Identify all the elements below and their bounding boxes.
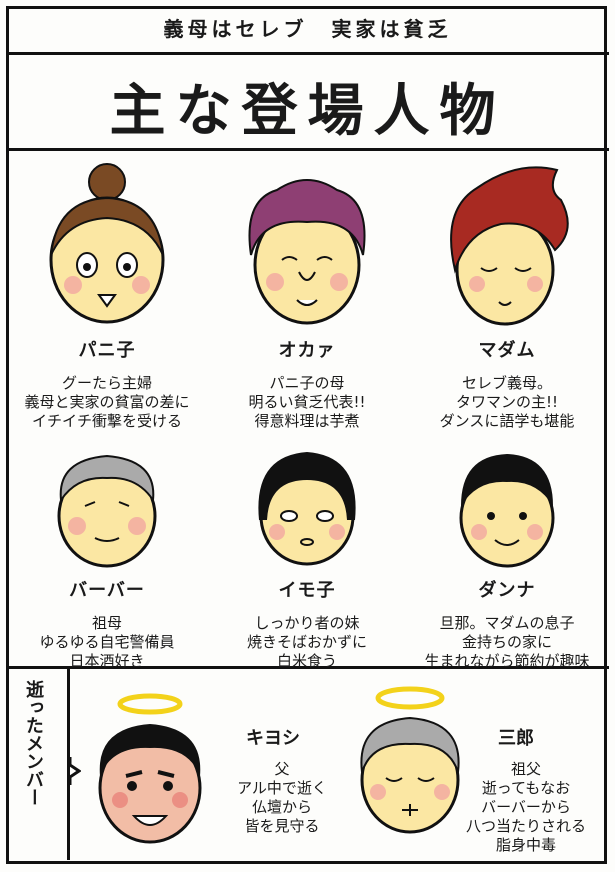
character-desc: 旦那。マダムの息子 金持ちの家に 生まれながら節約が趣味 — [424, 614, 590, 670]
character-name: バーバー — [69, 580, 145, 601]
character-desc: 祖母 ゆるゆる自宅警備員 日本酒好き — [39, 614, 175, 670]
character-card: イモ子 しっかり者の妹 焼きそばおかずに 白米食う — [212, 440, 402, 671]
saburo-face-icon — [360, 686, 460, 834]
madam-face-icon — [450, 166, 569, 326]
baaba-face-icon — [57, 454, 157, 568]
divider — [6, 148, 609, 151]
page-frame — [6, 6, 607, 864]
page-subtitle: 義母はセレブ 実家は貧乏 — [163, 17, 452, 41]
member-name: 三郎 — [498, 728, 534, 749]
panico-face-icon — [49, 163, 165, 324]
character-name: ダンナ — [478, 580, 536, 601]
deceased-label: 逝ったメンバー — [23, 680, 44, 806]
character-card: パニ子 グーたら主婦 義母と実家の貧富の差に イチイチ衝撃を受ける — [12, 160, 202, 431]
danna-face-icon — [459, 454, 555, 568]
character-desc: セレブ義母。 タワマンの主!! ダンスに語学も堪能 — [439, 374, 575, 430]
character-card: バーバー 祖母 ゆるゆる自宅警備員 日本酒好き — [12, 440, 202, 671]
character-name: イモ子 — [278, 580, 336, 601]
character-desc: グーたら主婦 義母と実家の貧富の差に イチイチ衝撃を受ける — [24, 374, 190, 430]
divider — [6, 666, 609, 669]
imoko-face-icon — [258, 452, 356, 566]
member-desc: 父 アル中で逝く 仏壇から 皆を見守る — [237, 760, 327, 835]
arrow-notch-icon — [68, 757, 81, 785]
character-card: ダンナ 旦那。マダムの息子 金持ちの家に 生まれながら節約が趣味 — [412, 440, 602, 671]
character-name: オカァ — [278, 340, 336, 361]
page-title: 主な登場人物 — [109, 79, 506, 144]
character-desc: パニ子の母 明るい貧乏代表!! 得意料理は芋煮 — [248, 374, 366, 430]
character-name: パニ子 — [78, 340, 136, 361]
member-desc: 祖父 逝ってもなお バーバーから 八つ当たりされる 脂身中毒 — [465, 760, 586, 854]
character-desc: しっかり者の妹 焼きそばおかずに 白米食う — [246, 614, 367, 670]
kiyoshi-face-icon — [98, 693, 202, 844]
character-card: オカァ パニ子の母 明るい貧乏代表!! 得意料理は芋煮 — [212, 160, 402, 431]
divider — [6, 52, 609, 55]
member-name: キヨシ — [246, 728, 300, 749]
character-card: マダム セレブ義母。 タワマンの主!! ダンスに語学も堪能 — [412, 160, 602, 431]
character-name: マダム — [478, 340, 536, 361]
okaa-face-icon — [248, 179, 366, 325]
